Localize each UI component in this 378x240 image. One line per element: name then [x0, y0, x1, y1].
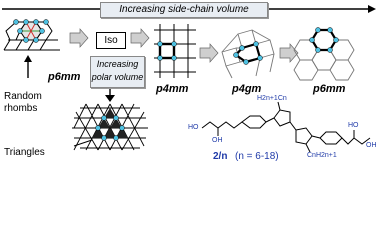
- block-arrow-1: [69, 28, 89, 48]
- oh-left-2: OH: [212, 137, 223, 144]
- triangles-pointer: [73, 139, 93, 147]
- label-random: Random: [4, 91, 42, 102]
- polar-line-2: polar volume: [91, 72, 144, 82]
- side-chain-arrowhead: [368, 5, 376, 13]
- compound-name: 2/n: [213, 151, 228, 162]
- compound-structure: [201, 101, 371, 153]
- label-triangles: Triangles: [4, 147, 45, 158]
- oh-right-2: OH: [366, 142, 377, 149]
- p4gm-nodes: [233, 41, 263, 65]
- oh-left-1: HO: [188, 124, 199, 131]
- iso-box: Iso: [96, 32, 126, 49]
- side-chain-banner: Increasing side-chain volume: [100, 2, 268, 18]
- polar-line-1: Increasing: [96, 59, 139, 69]
- right-p6mm-highlight: [310, 28, 338, 52]
- p4mm-lattice: [154, 24, 196, 78]
- block-arrow-2: [130, 28, 150, 48]
- label-p4gm: p4gm: [232, 83, 262, 95]
- p4gm-lattice: [221, 29, 275, 79]
- figure-canvas: [2, 5, 376, 153]
- left-p6mm-nodes: [13, 19, 49, 43]
- polar-volume-box: Increasing polar volume: [90, 56, 145, 88]
- p4mm-nodes: [157, 41, 177, 61]
- label-p6mm-right: p6mm: [313, 83, 346, 95]
- triangles-lattice: [72, 103, 148, 151]
- label-rhombs: rhombs: [4, 103, 38, 114]
- block-arrow-3: [199, 43, 219, 63]
- right-p6mm-nodes: [309, 27, 339, 53]
- down-arrowhead: [105, 95, 115, 102]
- label-p6mm-left: p6mm: [48, 71, 81, 83]
- triangles-cluster: [92, 108, 128, 138]
- up-arrowhead: [24, 55, 32, 62]
- bottom-alkyl-chain: CnH2n+1: [307, 152, 337, 159]
- oh-right-1: HO: [348, 122, 359, 129]
- left-p6mm-lattice: [3, 21, 60, 51]
- label-p4mm: p4mm: [156, 83, 189, 95]
- compound-condition: (n = 6-18): [235, 151, 279, 162]
- triangles-nodes: [95, 115, 125, 141]
- block-arrow-4: [279, 43, 299, 63]
- top-alkyl-chain: H2n+1Cn: [257, 95, 287, 102]
- right-p6mm-lattice: [293, 29, 355, 81]
